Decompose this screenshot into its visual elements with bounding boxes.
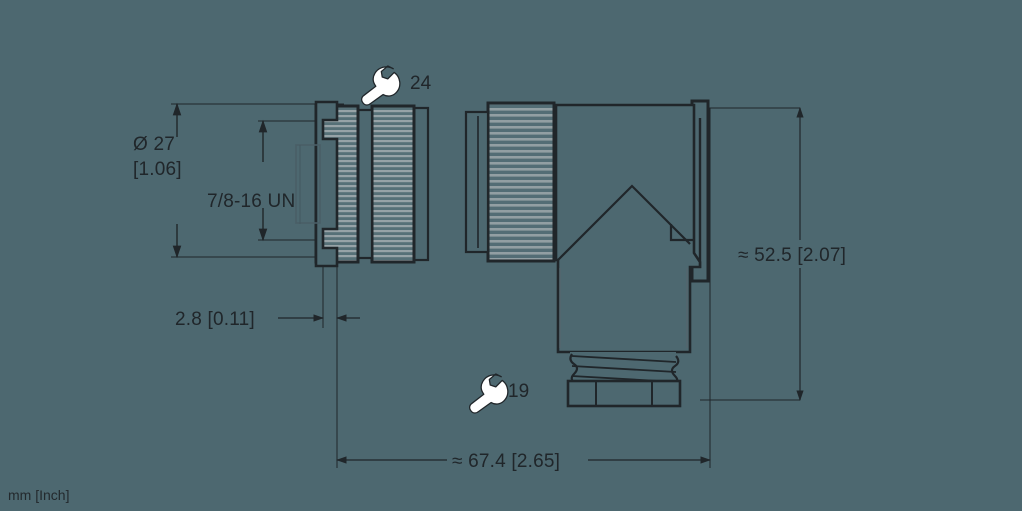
units-note: mm [Inch] [8,487,69,503]
dimension-overall-height: ≈ 52.5 [2.07] [738,106,846,402]
cable-gland-nut [566,379,682,408]
overall-height-value: ≈ 52.5 [2.07] [738,245,846,266]
wrench-size-24-label: 24 [410,73,432,94]
flange-thickness-value: 2.8 [0.11] [175,309,255,330]
witness-lines [171,103,800,468]
wrench-callout-19: 19 [469,373,529,414]
transition-collar [464,110,490,254]
connector-part [295,99,710,408]
overall-length-value: ≈ 67.4 [2.65] [452,451,560,472]
dimension-thread-spec: 7/8-16 UN [207,119,295,242]
front-flange [295,100,339,268]
wrench-icon [469,373,509,414]
angle-body [554,103,702,354]
dimension-flange-thickness: 2.8 [0.11] [175,309,360,330]
wrench-size-19-label: 19 [508,381,529,402]
cable-gland-thread [569,352,680,386]
wrench-icon [361,65,401,106]
dimension-overall-length: ≈ 67.4 [2.65] [335,451,712,472]
wrench-callout-24: 24 [361,65,432,106]
outer-diameter-value-line1: Ø 27 [133,134,175,155]
body-knurled-ring [486,101,556,263]
dimension-outer-diameter: Ø 27 [1.06] [133,102,182,259]
thread-spec-value: 7/8-16 UN [207,191,295,212]
outer-diameter-value-line2: [1.06] [133,159,182,180]
